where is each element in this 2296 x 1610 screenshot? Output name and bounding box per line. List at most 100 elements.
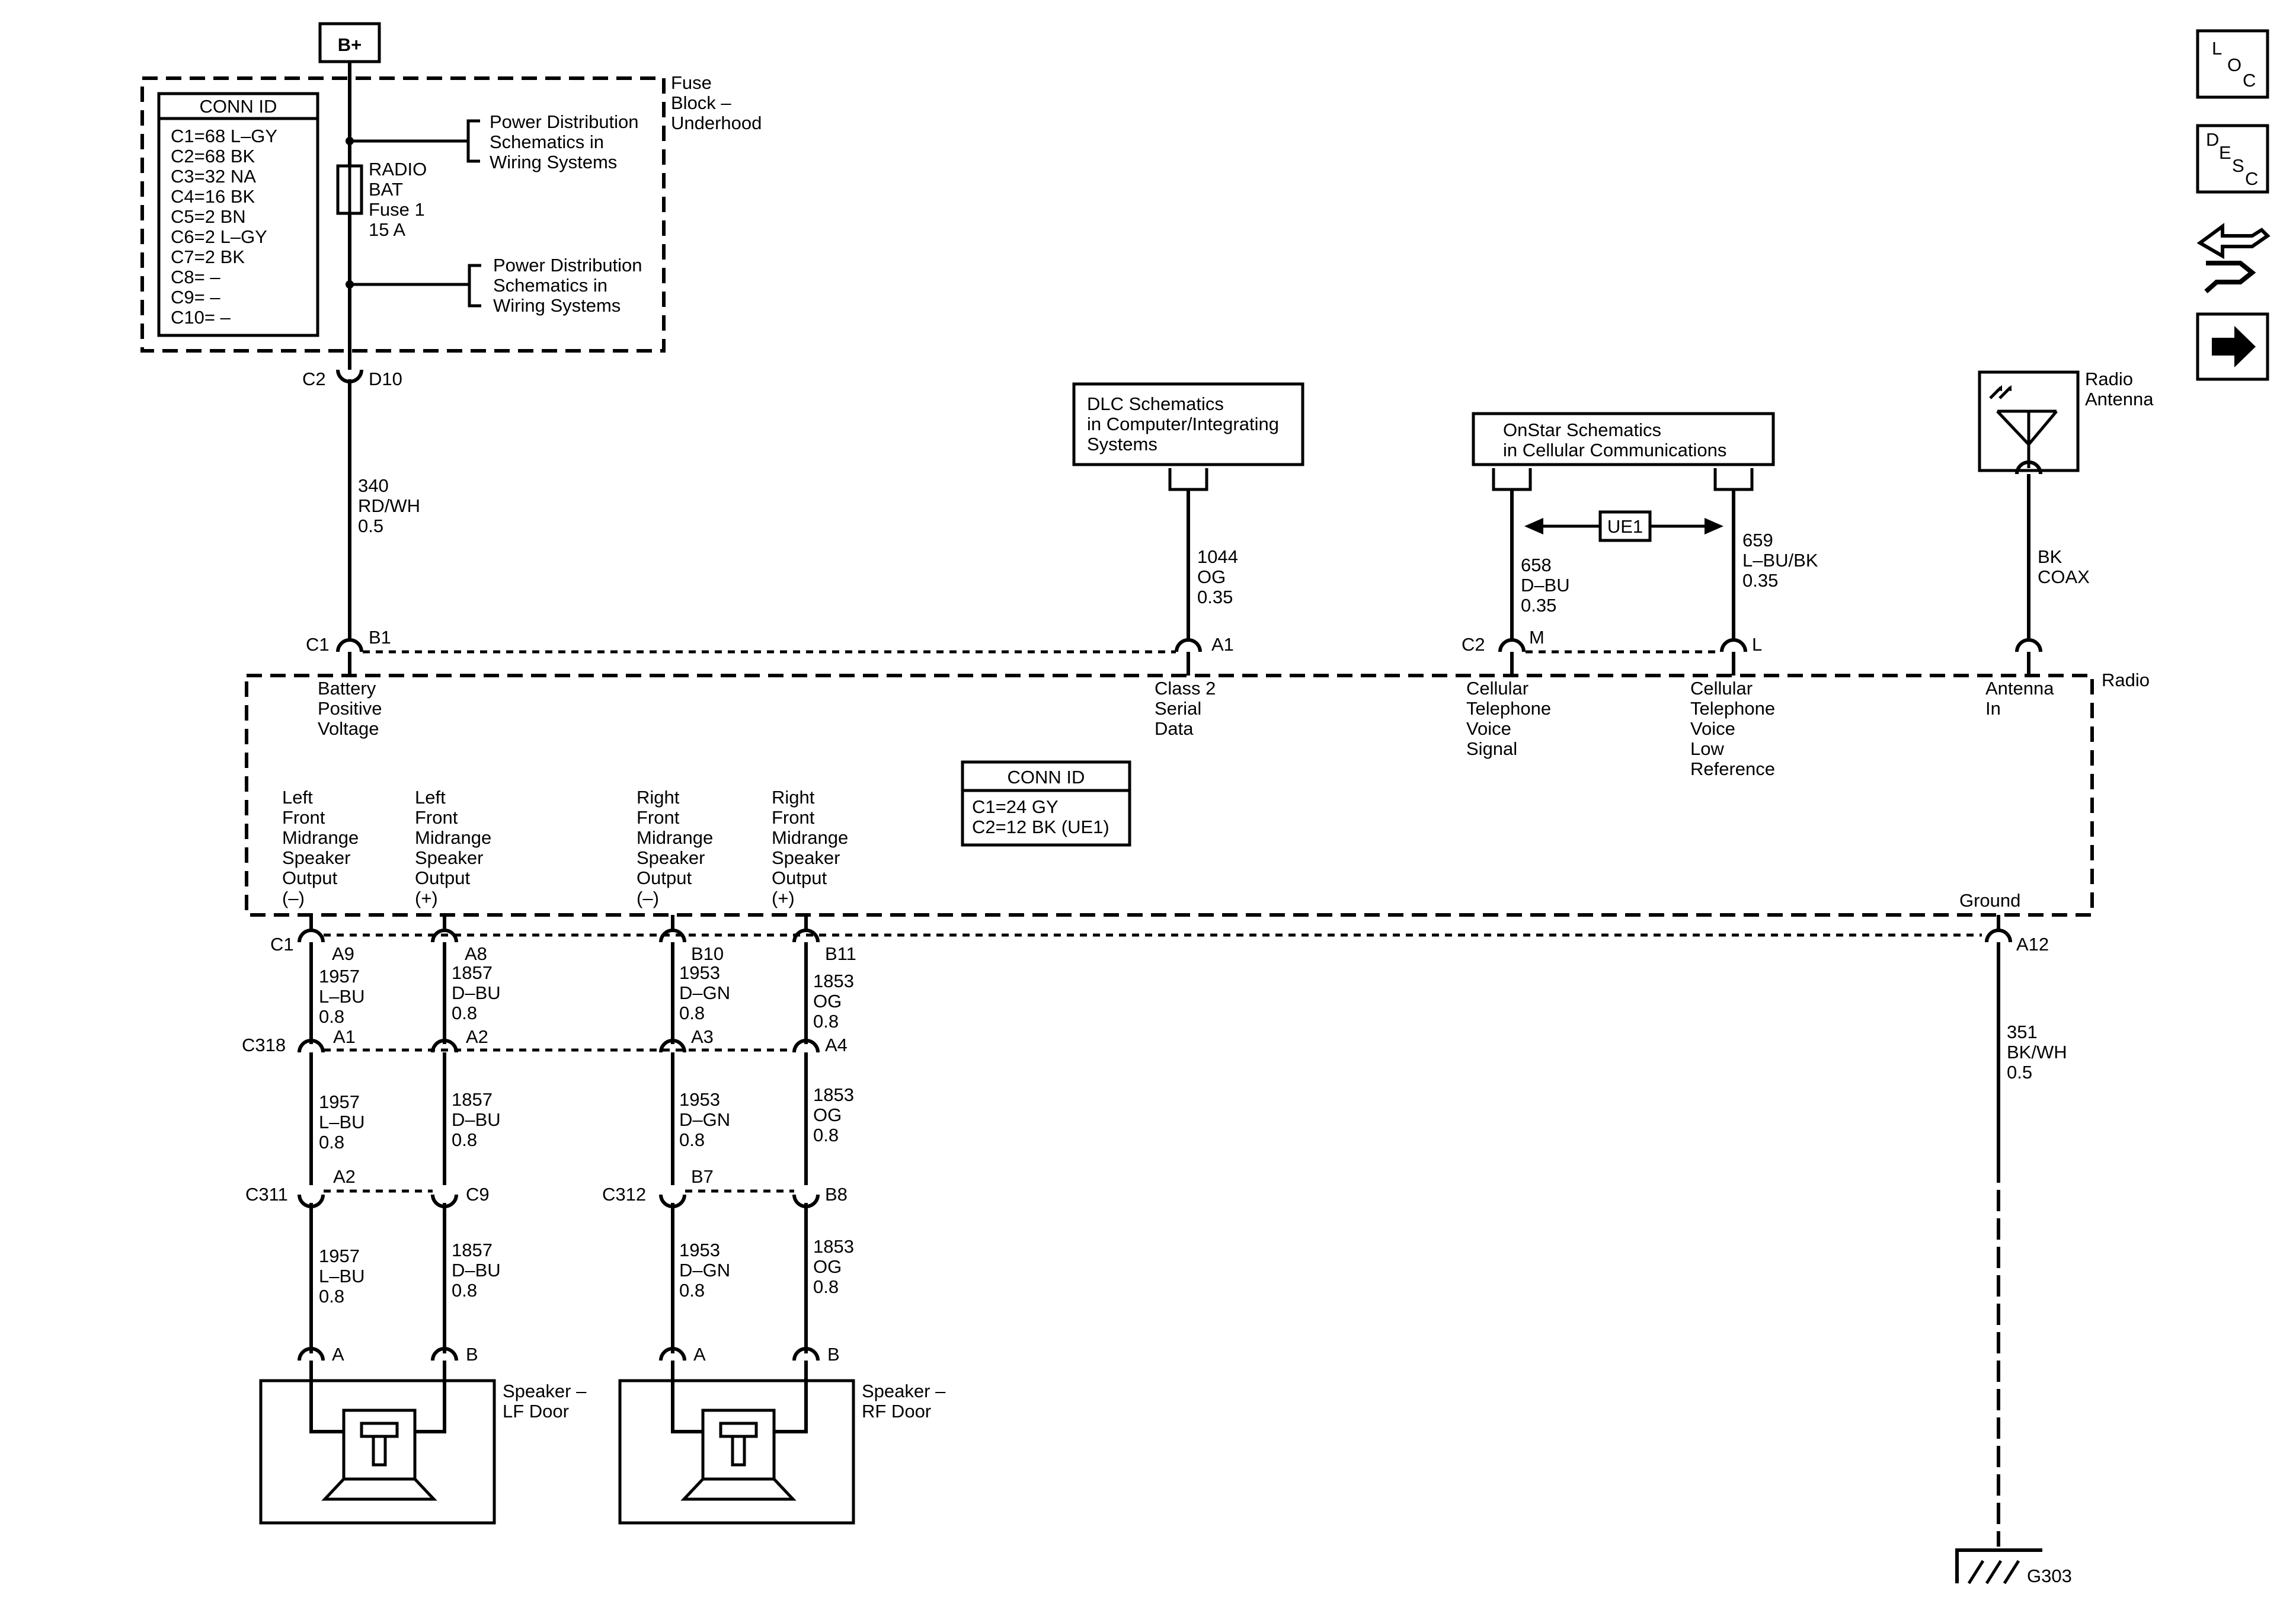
c318-connector: C318 <box>242 1035 286 1055</box>
onstar-ref-1: OnStar Schematics <box>1503 420 1661 440</box>
out-lfp-2: Front <box>415 807 458 828</box>
out-rfm-6: (–) <box>637 888 659 908</box>
out-rfp-3: Midrange <box>772 827 848 848</box>
loc-letter-3: C <box>2243 70 2256 91</box>
pin-a12: A12 <box>2016 934 2049 955</box>
class2-label-2: Serial <box>1155 698 1201 719</box>
cell-low-label-2: Telephone <box>1690 698 1775 719</box>
radio-pin-m: M <box>1529 627 1544 648</box>
radio-pin-l: L <box>1752 634 1762 655</box>
wire-351-circuit: 351 <box>2007 1022 2038 1042</box>
fuse-block-name-3: Underhood <box>671 113 762 133</box>
w2-seg3-size: 0.8 <box>452 1280 477 1301</box>
loc-icon[interactable]: L O C <box>2196 29 2269 99</box>
radio-bottom-connectors: C1 A9 A8 B10 B11 A12 <box>270 915 2049 964</box>
w4-seg1-size: 0.8 <box>813 1011 839 1032</box>
w3-seg1-circuit: 1953 <box>679 962 720 983</box>
ground-symbol-icon <box>1955 1548 2042 1585</box>
out-rfp-4: Speaker <box>772 847 840 868</box>
power-ref-bottom-2: Schematics in <box>493 275 607 296</box>
wire-658-color: D–BU <box>1521 575 1570 596</box>
class2-label-1: Class 2 <box>1155 678 1216 699</box>
out-lfp-6: (+) <box>415 888 438 908</box>
c311-connector: C311 <box>245 1184 288 1205</box>
w2-seg1-circuit: 1857 <box>452 962 493 983</box>
output-label-rf-minus: Right Front Midrange Speaker Output (–) <box>637 787 713 908</box>
wire-1044-size: 0.35 <box>1197 587 1233 607</box>
w4-seg1-color: OG <box>813 991 842 1012</box>
cell-low-label-3: Voice <box>1690 718 1735 739</box>
radio-conn-id-1: C2=12 BK (UE1) <box>972 817 1109 837</box>
w2-seg1-color: D–BU <box>452 982 501 1003</box>
wire-351-color: BK/WH <box>2007 1042 2067 1062</box>
radio-ground-label: Ground <box>1959 890 2020 911</box>
out-rfm-1: Right <box>637 787 680 808</box>
battery-terminal: B+ <box>318 22 381 63</box>
fuse-conn-id-5: C6=2 L–GY <box>171 226 267 247</box>
w3-seg2-circuit: 1953 <box>679 1089 720 1110</box>
cell-voice-label-4: Signal <box>1466 738 1517 759</box>
c318-pin-a2: A2 <box>466 1026 488 1047</box>
connector-c2-d10: C2 D10 <box>302 356 402 389</box>
fuse-conn-id-title: CONN ID <box>200 96 277 117</box>
cell-low-label-4: Low <box>1690 738 1724 759</box>
cell-voice-label-2: Telephone <box>1466 698 1551 719</box>
option-ue1-indicator: UE1 <box>1524 510 1723 542</box>
fuse-label-1: RADIO <box>369 159 427 180</box>
wire-1044-color: OG <box>1197 566 1226 587</box>
option-code: UE1 <box>1607 516 1643 537</box>
c318-pin-a3: A3 <box>691 1026 714 1047</box>
out-rfm-2: Front <box>637 807 680 828</box>
fuse-label-2: BAT <box>369 179 403 200</box>
w2-seg2-size: 0.8 <box>452 1129 477 1150</box>
w2-seg3-color: D–BU <box>452 1260 501 1281</box>
w4-seg2-circuit: 1853 <box>813 1084 854 1105</box>
c318-pin-a1: A1 <box>333 1026 356 1047</box>
connector-tool-icon[interactable] <box>2196 223 2271 293</box>
class2-label-3: Data <box>1155 718 1194 739</box>
wire-658-circuit: 658 <box>1521 555 1552 575</box>
w3-seg3-circuit: 1953 <box>679 1240 720 1260</box>
w3-seg2-color: D–GN <box>679 1109 730 1130</box>
fuse-block-underhood: Fuse Block – Underhood CONN ID C1=68 L–G… <box>140 62 762 356</box>
w3-seg1-color: D–GN <box>679 982 730 1003</box>
rf-pin-a: A <box>693 1344 706 1365</box>
w4-seg2-size: 0.8 <box>813 1125 839 1145</box>
power-ref-bottom-1: Power Distribution <box>493 255 642 276</box>
w2-seg3-circuit: 1857 <box>452 1240 493 1260</box>
radio-pin-a1: A1 <box>1211 634 1234 655</box>
w2-seg2-color: D–BU <box>452 1109 501 1130</box>
out-lfm-2: Front <box>282 807 325 828</box>
fuse-conn-id-1: C2=68 BK <box>171 146 255 167</box>
out-rfm-4: Speaker <box>637 847 705 868</box>
antenna-ref-1: Radio <box>2085 369 2133 389</box>
out-lfm-3: Midrange <box>282 827 359 848</box>
cell-voice-label-1: Cellular <box>1466 678 1528 699</box>
wire-coax-type: COAX <box>2038 566 2090 587</box>
lf-pin-a: A <box>332 1344 344 1365</box>
radio-name: Radio <box>2102 670 2150 690</box>
w4-seg1-circuit: 1853 <box>813 971 854 991</box>
power-ref-top-3: Wiring Systems <box>490 152 617 172</box>
fuse-conn-id-0: C1=68 L–GY <box>171 126 277 146</box>
fuse-conn-id-3: C4=16 BK <box>171 186 255 207</box>
fuse-conn-id-7: C8= – <box>171 267 220 287</box>
fuse-conn-id-8: C9= – <box>171 287 220 308</box>
pin-b10: B10 <box>691 943 724 964</box>
cell-low-label-1: Cellular <box>1690 678 1753 699</box>
desc-letter-1: D <box>2206 129 2219 150</box>
fuse-label-3: Fuse 1 <box>369 199 425 220</box>
out-rfp-2: Front <box>772 807 815 828</box>
radio-c1-connector: C1 <box>306 634 330 655</box>
fuse-label-4: 15 A <box>369 219 405 240</box>
speaker-lf-name-2: LF Door <box>503 1401 569 1422</box>
desc-icon[interactable]: D E S C <box>2196 124 2269 194</box>
fuse-out-connector: C2 <box>302 369 326 389</box>
wire-659-size: 0.35 <box>1742 570 1778 591</box>
dlc-ref-2: in Computer/Integrating <box>1087 414 1279 434</box>
next-arrow-icon[interactable] <box>2196 312 2269 381</box>
out-lfm-5: Output <box>282 868 337 888</box>
dlc-ref-3: Systems <box>1087 434 1157 454</box>
output-label-rf-plus: Right Front Midrange Speaker Output (+) <box>772 787 848 908</box>
